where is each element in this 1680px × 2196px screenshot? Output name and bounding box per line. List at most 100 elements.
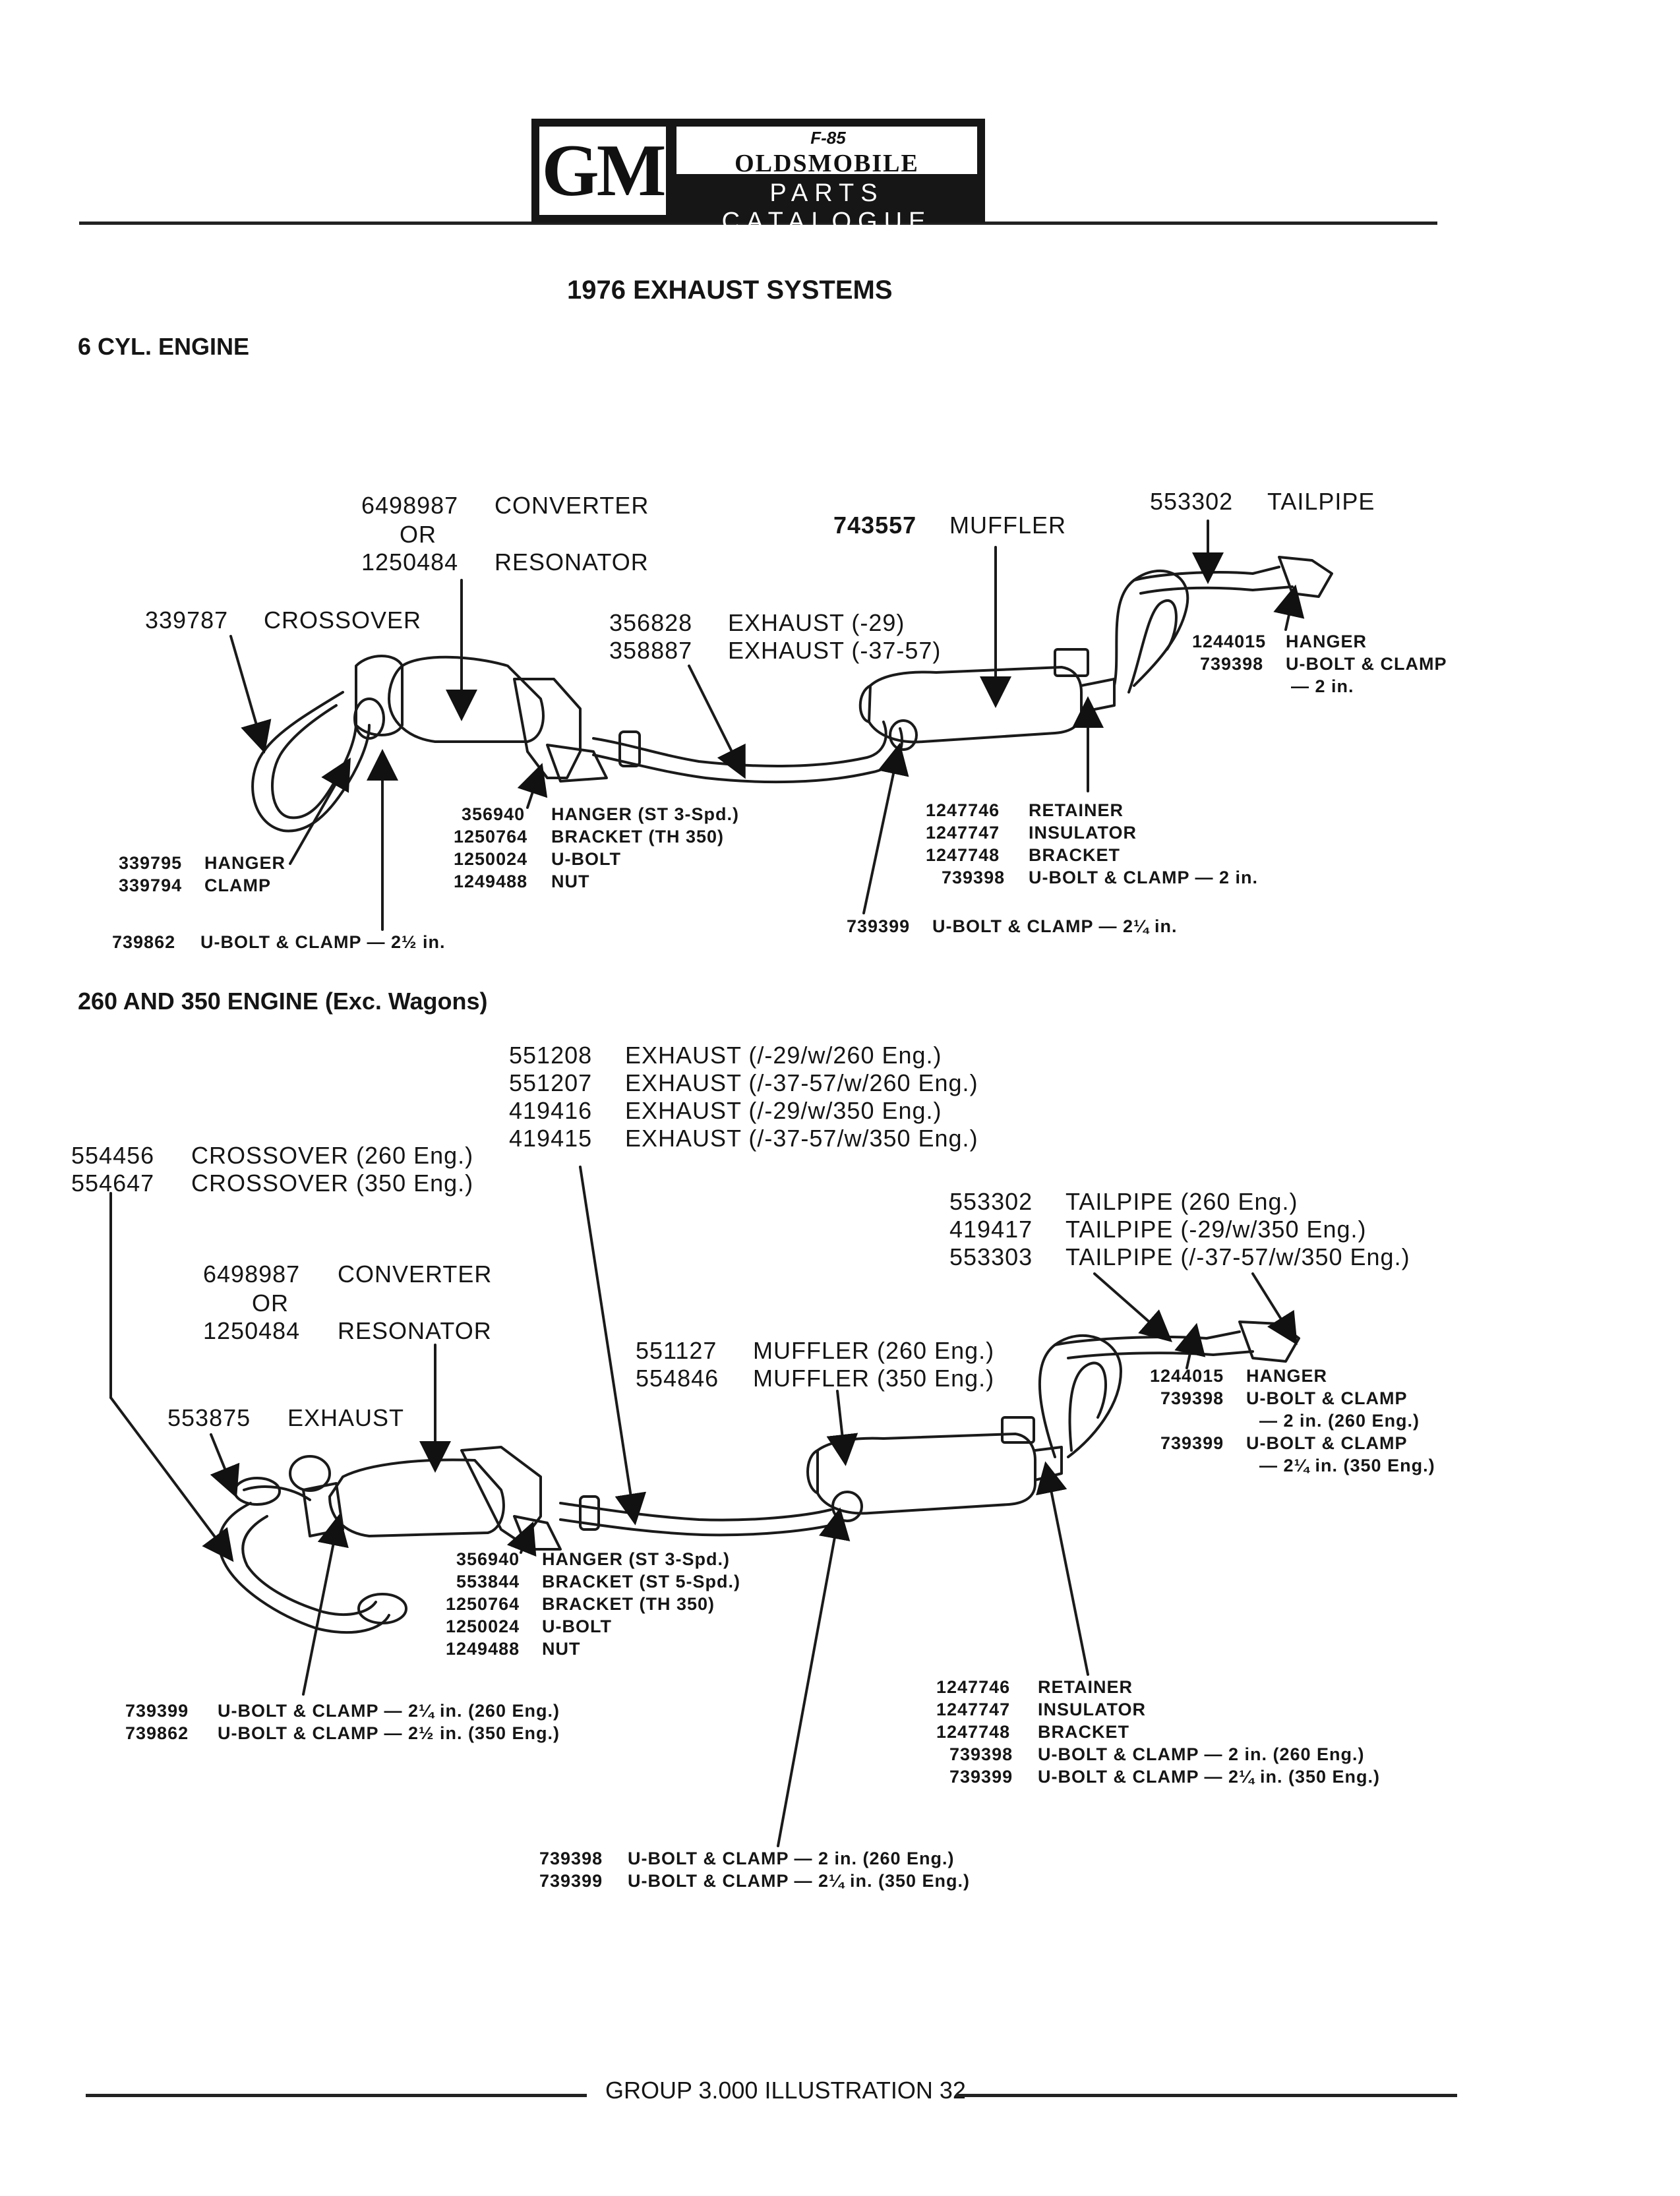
s2-exhaust-pipe-label: EXHAUST [287, 1404, 405, 1431]
s2-hanger-bracket [460, 1446, 542, 1544]
s2-exhaust-number-2: 551207 [509, 1069, 593, 1096]
header-rule [79, 222, 1437, 225]
logo-white-panel [676, 127, 977, 174]
s2-muffler-outlet [1034, 1446, 1063, 1481]
s1-converter-inlet [353, 697, 385, 740]
s1-left-label-1: HANGER [204, 853, 286, 873]
s2-exhaust-label-4: EXHAUST (/-37-57/w/350 Eng.) [625, 1125, 978, 1152]
s2-hr-number-1: 1244015 [1150, 1366, 1224, 1386]
s2-crossover-number-2: 554647 [71, 1170, 155, 1197]
s2-ret-number-5: 739399 [949, 1767, 1013, 1787]
s2-tailpipe-loop [1038, 1334, 1122, 1458]
s2-tailpipe-label-2: TAILPIPE (-29/w/350 Eng.) [1065, 1216, 1367, 1243]
s2-leader-bottom-ubolt [777, 1507, 851, 1847]
s2-muffler-number-2: 554846 [636, 1365, 719, 1392]
s2-exhaust-front-flange [233, 1477, 281, 1506]
s2-hr-label-5: — 2¼ in. (350 Eng.) [1259, 1456, 1435, 1475]
s2-left-number-1: 739399 [125, 1701, 189, 1721]
s1-resonator-label: RESONATOR [495, 549, 649, 576]
s1-ubolt-right-number: 739398 [1200, 654, 1264, 674]
s2-tailpipe-label-1: TAILPIPE (260 Eng.) [1065, 1188, 1298, 1215]
s2-left-number-2: 739862 [125, 1723, 189, 1743]
s1-pipe-clamp [618, 730, 641, 767]
s2-exhaust-number-3: 419416 [509, 1097, 593, 1124]
s2-ret-label-3: BRACKET [1038, 1722, 1129, 1742]
s2-leader-muffler [826, 1390, 858, 1466]
s1-muffler-number: 743557 [833, 512, 917, 539]
s2-hr-label-2: U-BOLT & CLAMP [1246, 1388, 1408, 1408]
s2-mid-label-3: BRACKET (TH 350) [542, 1594, 715, 1614]
footer-label: GROUP 3.000 ILLUSTRATION 32 [605, 2077, 966, 2104]
s2-bot-label-2: U-BOLT & CLAMP — 2¼ in. (350 Eng.) [628, 1871, 971, 1891]
s2-mid-number-2: 553844 [456, 1572, 520, 1591]
logo-mark: F-85 [810, 128, 846, 148]
s2-exhaust-pipe-number: 553875 [167, 1404, 251, 1431]
s1-ret-number-4: 739398 [942, 868, 1005, 887]
s2-crossover-label-1: CROSSOVER (260 Eng.) [191, 1142, 474, 1169]
s2-muffler-body [816, 1433, 1036, 1515]
s2-ret-label-2: INSULATOR [1038, 1700, 1146, 1719]
s1-ubolt-left-label: U-BOLT & CLAMP — 2½ in. [200, 932, 446, 952]
s1-converter-body [388, 655, 545, 743]
s1-tailpipe-2 [1139, 585, 1294, 595]
s1-muffler-end [858, 684, 872, 723]
s1-ubolt-mid-number: 739399 [847, 916, 911, 936]
s1-leader-left-hanger [289, 757, 351, 865]
logo-brand: OLDSMOBILE [735, 150, 919, 177]
s1-mid-number-3: 1250024 [454, 849, 528, 869]
s1-tailpipe-loop-inner [1127, 599, 1178, 694]
s2-tailpipe [1054, 1330, 1241, 1346]
s1-muffler-outlet [1080, 678, 1116, 713]
s1-mid-label-3: U-BOLT [551, 849, 621, 869]
s2-converter-number: 6498987 [203, 1261, 301, 1288]
s1-exhaust2-label: EXHAUST (-37-57) [728, 637, 942, 664]
s2-hr-label-1: HANGER [1246, 1366, 1328, 1386]
s2-tailpipe-2 [1067, 1350, 1254, 1359]
s1-ret-number-3: 1247748 [926, 845, 1000, 865]
s2-ret-label-5: U-BOLT & CLAMP — 2¼ in. (350 Eng.) [1038, 1767, 1381, 1787]
s1-crossover-number: 339787 [145, 607, 229, 634]
s2-muffler-label-1: MUFFLER (260 Eng.) [753, 1337, 995, 1364]
s2-ret-number-1: 1247746 [936, 1677, 1011, 1697]
s2-crossover-number-1: 554456 [71, 1142, 155, 1169]
s1-leader-hanger-mid [517, 763, 548, 809]
s2-crossover-pipe [218, 1502, 390, 1634]
s2-mid-number-3: 1250764 [446, 1594, 520, 1614]
s1-leader-hanger-right [1273, 584, 1305, 631]
s2-mid-number-5: 1249488 [446, 1639, 520, 1659]
s1-mid-number-1: 356940 [462, 804, 525, 824]
footer-rule-right [956, 2094, 1457, 2097]
s2-pipe-clamp [579, 1495, 600, 1531]
s1-left-number-1: 339795 [119, 853, 183, 873]
s2-leader-exhaust-front [210, 1433, 240, 1499]
page-title: 1976 EXHAUST SYSTEMS [567, 276, 893, 305]
s1-ubolt-right-size: — 2 in. [1291, 676, 1354, 696]
s2-muffler-hanger [1001, 1416, 1035, 1444]
s2-leader-retainer [1036, 1461, 1089, 1676]
s2-exhaust-label-2: EXHAUST (/-37-57/w/260 Eng.) [625, 1069, 978, 1096]
s2-left-label-1: U-BOLT & CLAMP — 2¼ in. (260 Eng.) [218, 1701, 560, 1721]
s2-leader-hanger-mid [506, 1521, 537, 1557]
s1-ret-label-3: BRACKET [1029, 845, 1120, 865]
s1-converter-flange [355, 655, 404, 736]
s2-or-label: OR [252, 1290, 289, 1317]
s1-muffler-label: MUFFLER [949, 512, 1066, 539]
s2-resonator-number: 1250484 [203, 1317, 301, 1344]
s2-bot-number-2: 739399 [539, 1871, 603, 1891]
s1-hanger-right-number: 1244015 [1192, 632, 1267, 651]
s2-leader-exhaust [579, 1166, 647, 1526]
section1-heading: 6 CYL. ENGINE [78, 333, 250, 360]
s2-muffler-end [806, 1449, 819, 1495]
s1-leader-exhaust [688, 665, 746, 779]
s1-exhaust-pipe [592, 721, 887, 767]
s2-tailpipe-number-1: 553302 [949, 1188, 1033, 1215]
s2-hr-label-4: U-BOLT & CLAMP [1246, 1433, 1408, 1453]
s1-or-label: OR [400, 521, 436, 548]
s2-mid-label-2: BRACKET (ST 5-Spd.) [542, 1572, 740, 1591]
s2-hr-number-4: 739399 [1160, 1433, 1224, 1453]
s1-mid-label-4: NUT [551, 872, 590, 891]
s2-mid-label-4: U-BOLT [542, 1617, 612, 1636]
s2-tailpipe-number-2: 419417 [949, 1216, 1033, 1243]
s1-ret-number-2: 1247747 [926, 823, 1000, 843]
